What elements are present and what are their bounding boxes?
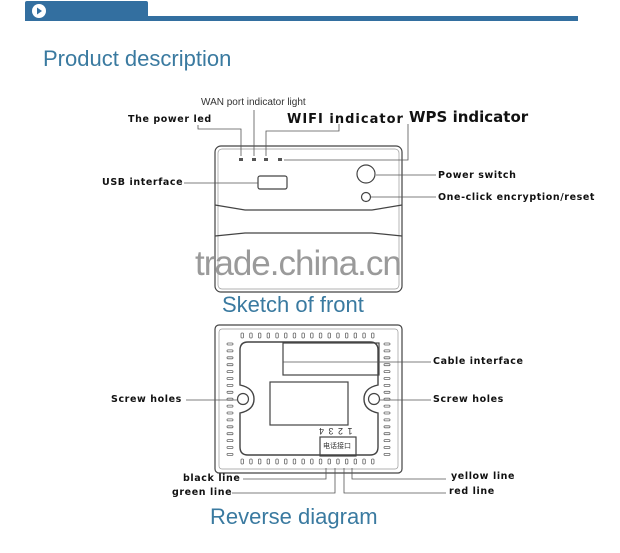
- vent-slot: [249, 332, 253, 339]
- vent-slot: [318, 332, 323, 339]
- vent-slot: [275, 458, 279, 465]
- wan-indicator-label: WAN port indicator light: [201, 97, 306, 108]
- vent-slot: [226, 446, 234, 449]
- front-device-sketch: [184, 110, 436, 293]
- vent-slot: [226, 363, 234, 367]
- vent-slot: [353, 458, 358, 465]
- vent-slot: [301, 458, 305, 465]
- vent-slot: [226, 432, 234, 436]
- vent-slot: [226, 342, 234, 346]
- center-panel: [269, 381, 349, 426]
- vent-slot: [383, 432, 391, 436]
- screw-holes-right-label: Screw holes: [433, 394, 504, 405]
- screw-holes-left-label: Screw holes: [111, 394, 182, 405]
- vent-slot: [371, 332, 375, 339]
- screw-hole-left: [236, 392, 250, 406]
- wifi-indicator-label: WIFI indicator: [287, 112, 404, 127]
- cable-interface-label: Cable interface: [433, 356, 524, 367]
- power-switch-label: Power switch: [438, 170, 517, 181]
- vent-slot: [310, 332, 314, 339]
- vent-slot: [383, 446, 391, 449]
- vent-slot: [292, 458, 297, 465]
- vent-slot: [257, 458, 262, 465]
- vent-slot: [226, 404, 234, 408]
- vent-slot: [383, 342, 391, 346]
- black-line-label: black line: [183, 473, 241, 484]
- vent-slot: [383, 363, 391, 367]
- yellow-line-label: yellow line: [451, 471, 516, 482]
- vent-slot: [383, 390, 391, 394]
- phone-connector: [319, 436, 357, 457]
- vent-slot: [240, 458, 244, 465]
- vent-slot: [383, 349, 391, 353]
- vent-slot: [226, 411, 234, 415]
- vent-slot: [226, 370, 234, 374]
- vent-slot: [284, 458, 288, 465]
- page-title: Product description: [43, 46, 232, 71]
- screw-hole-right: [367, 392, 381, 406]
- vent-slot: [275, 332, 279, 339]
- vent-slot: [310, 458, 314, 465]
- vent-slot: [353, 332, 358, 339]
- vent-slot: [383, 377, 391, 380]
- vent-slot: [383, 356, 391, 360]
- vent-slot: [362, 332, 366, 339]
- vent-slot: [301, 332, 305, 339]
- vent-slot: [226, 390, 234, 394]
- vent-slot: [226, 356, 234, 360]
- vent-slot: [226, 418, 234, 422]
- vent-slot: [226, 383, 234, 387]
- vent-slot: [383, 383, 391, 387]
- play-circle-icon: [32, 4, 46, 18]
- vent-slot: [383, 418, 391, 422]
- power-led-label: The power led: [128, 114, 212, 125]
- usb-port: [257, 175, 288, 190]
- vent-slot: [226, 425, 234, 429]
- vent-slot: [226, 349, 234, 353]
- back-caption: Reverse diagram: [210, 504, 378, 529]
- vent-slot: [327, 458, 331, 465]
- vent-slot: [383, 370, 391, 374]
- vent-slot: [336, 332, 340, 339]
- vent-slot: [249, 458, 253, 465]
- vent-slot: [292, 332, 297, 339]
- vent-slot: [383, 425, 391, 429]
- usb-interface-label: USB interface: [102, 177, 184, 188]
- vent-slot: [344, 458, 349, 465]
- vent-slot: [344, 332, 349, 339]
- vent-slot: [284, 332, 288, 339]
- green-line-label: green line: [172, 487, 233, 498]
- reset-label: One-click encryption/reset: [438, 192, 596, 203]
- vent-slot: [383, 404, 391, 408]
- pin-numbers: 1 2 3 4: [318, 426, 353, 436]
- back-device-sketch: [186, 324, 446, 494]
- vent-slot: [336, 458, 340, 465]
- vent-slot: [266, 332, 271, 339]
- vent-slot: [362, 458, 366, 465]
- reset-button: [360, 191, 372, 203]
- front-caption: Sketch of front: [222, 292, 364, 317]
- vent-slot: [226, 377, 234, 380]
- header-bar: [25, 1, 578, 21]
- watermark: trade.china.cn: [195, 244, 402, 283]
- cable-interface-slot: [282, 342, 380, 376]
- vent-slot: [383, 452, 391, 456]
- vent-slot: [226, 452, 234, 456]
- vent-slot: [371, 458, 375, 465]
- wps-indicator-label: WPS indicator: [409, 108, 529, 126]
- indicator-leds: [239, 158, 282, 161]
- red-line-label: red line: [449, 486, 495, 497]
- vent-slot: [318, 458, 323, 465]
- vent-slot: [383, 411, 391, 415]
- power-button: [356, 164, 376, 184]
- vent-slot: [327, 332, 331, 339]
- vent-slot: [383, 439, 391, 443]
- vent-slot: [240, 332, 244, 339]
- connector-text: 电话接口: [323, 443, 351, 450]
- vent-slot: [266, 458, 271, 465]
- vent-slot: [226, 439, 234, 443]
- vent-slot: [257, 332, 262, 339]
